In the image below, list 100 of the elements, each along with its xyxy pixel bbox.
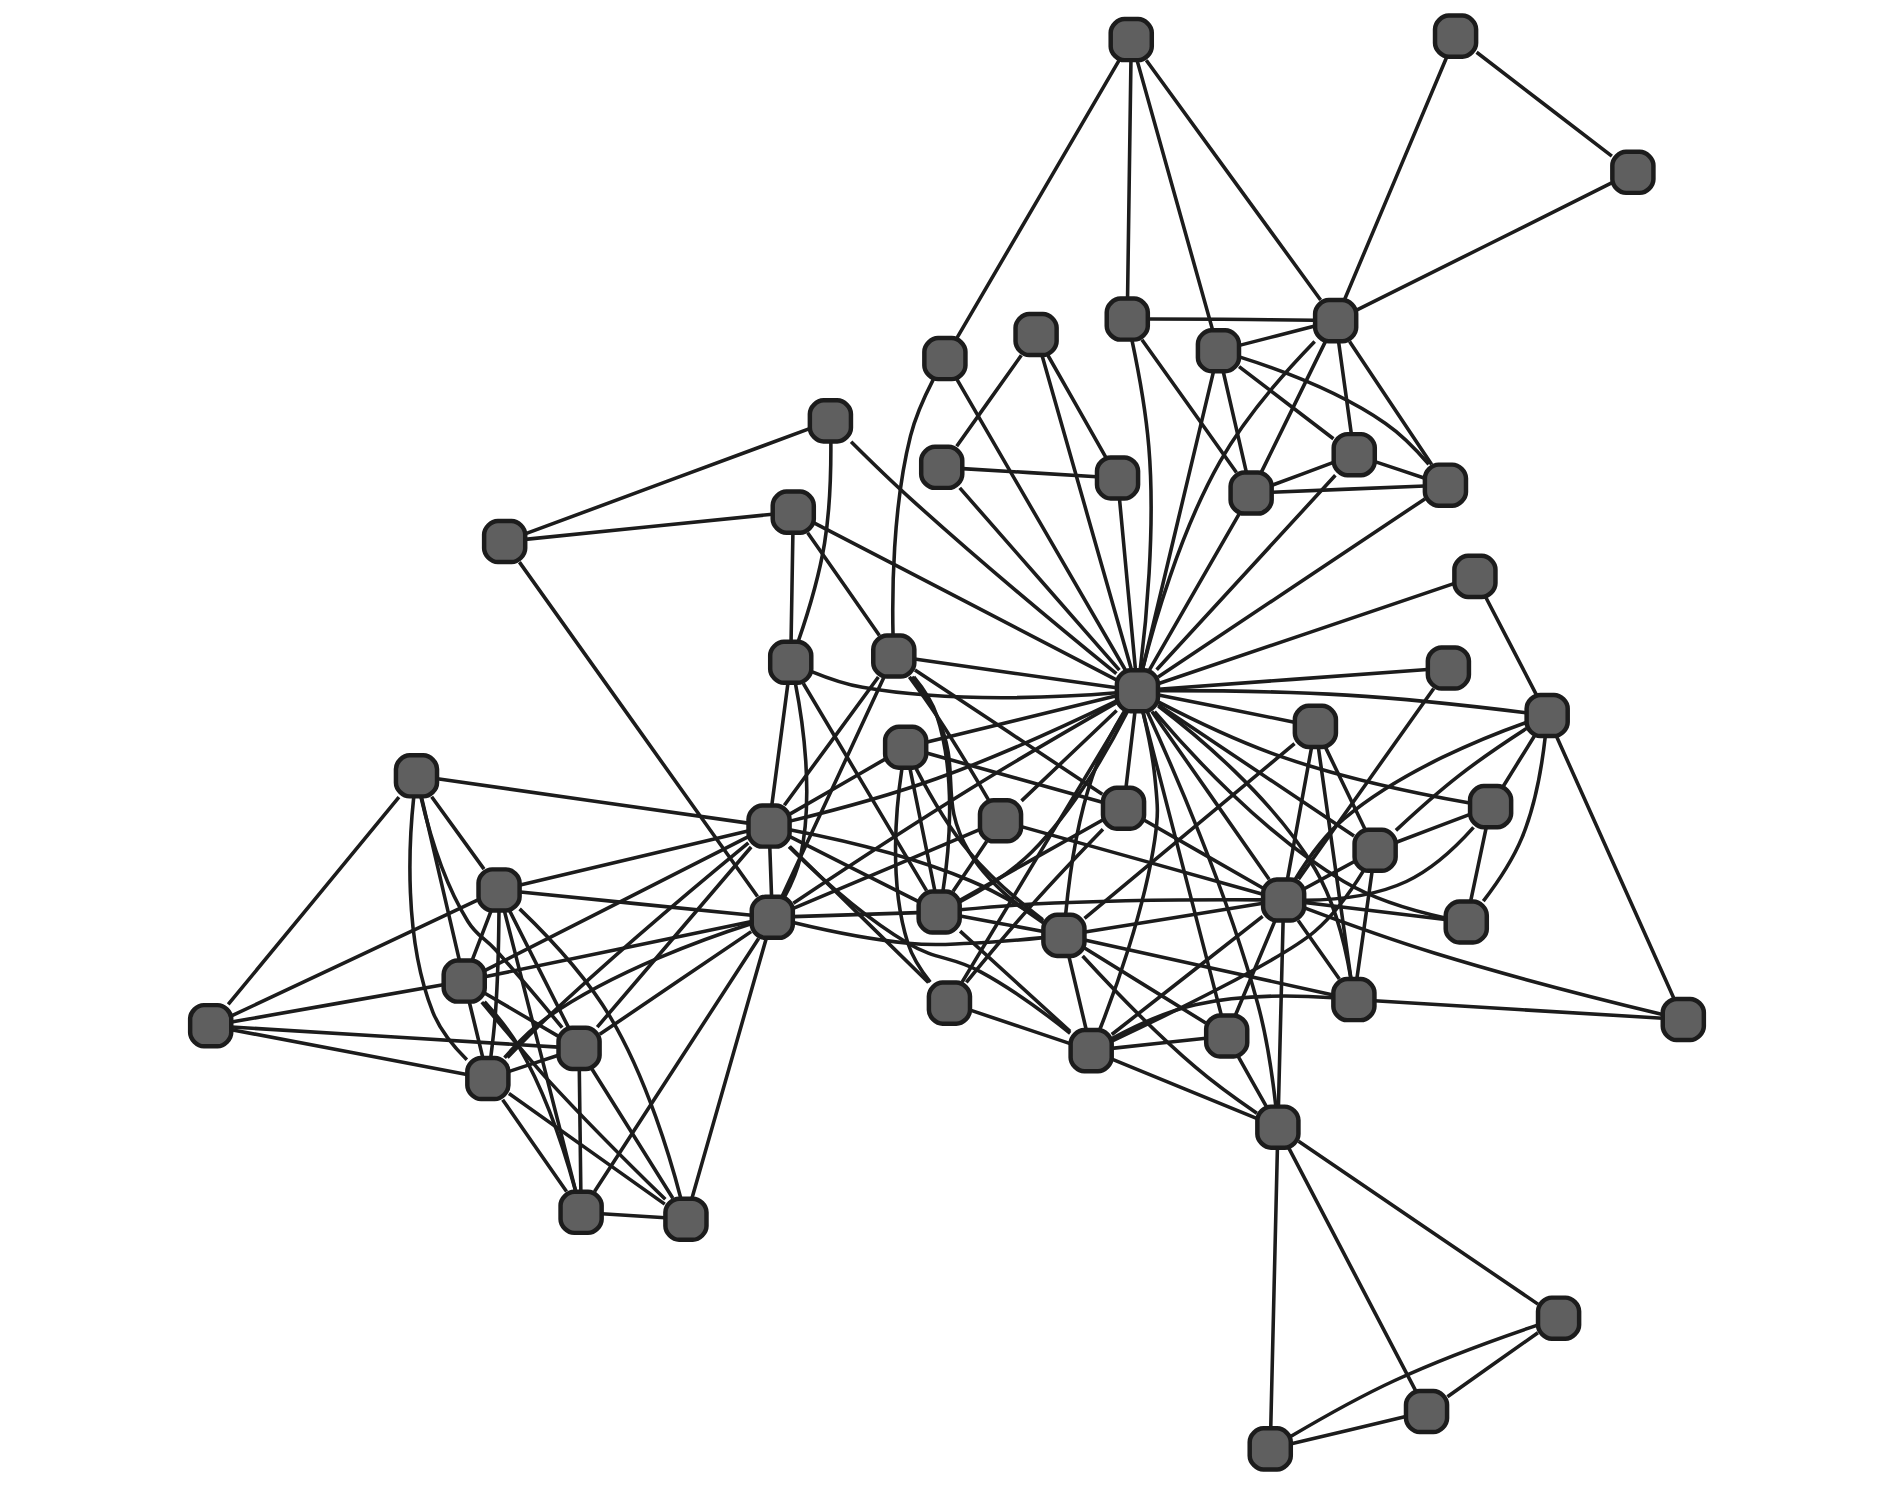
- connector: [908, 767, 937, 892]
- connector: [925, 694, 1117, 744]
- connector: [1140, 338, 1238, 474]
- node-box: [1108, 16, 1155, 63]
- node-box: [1610, 149, 1656, 196]
- node-box: [1403, 1388, 1450, 1435]
- connector: [1221, 371, 1249, 473]
- connector: [1290, 1323, 1539, 1438]
- connector: [951, 840, 989, 893]
- connector: [1304, 826, 1475, 903]
- node-box: [556, 1025, 602, 1072]
- connector: [890, 378, 935, 636]
- connector: [960, 710, 1127, 984]
- node-box: [1094, 455, 1141, 501]
- node-box: [465, 1055, 511, 1102]
- node-box: [1100, 785, 1147, 831]
- connector: [1110, 915, 1264, 1036]
- connector: [1296, 919, 1341, 980]
- connector: [1355, 181, 1613, 312]
- connector: [926, 751, 1103, 804]
- connector: [1303, 859, 1356, 891]
- connector: [788, 845, 930, 984]
- connector: [230, 898, 480, 1018]
- connector: [789, 699, 1118, 823]
- connector: [601, 1211, 666, 1220]
- connector: [780, 675, 886, 897]
- connector: [1124, 711, 1137, 788]
- connector: [467, 1001, 485, 1059]
- connector: [507, 1053, 559, 1074]
- connector: [1040, 354, 1134, 671]
- connector: [793, 910, 919, 919]
- connector: [1111, 994, 1334, 1041]
- node-box: [1331, 431, 1378, 478]
- connector: [1135, 59, 1215, 331]
- connector: [1285, 746, 1314, 880]
- node-box: [1228, 470, 1274, 516]
- connector: [1336, 341, 1354, 434]
- connector: [503, 922, 752, 1059]
- connector: [955, 59, 1121, 339]
- node-box: [1352, 827, 1398, 873]
- connector: [1111, 1057, 1258, 1121]
- connector: [1145, 710, 1278, 1107]
- connector: [430, 795, 486, 871]
- node-box: [1247, 1426, 1294, 1472]
- connector: [1144, 59, 1323, 301]
- node-box: [922, 335, 968, 382]
- connector: [518, 907, 683, 1200]
- node-box: [807, 398, 854, 444]
- connector: [813, 521, 1118, 682]
- connector: [1342, 56, 1449, 301]
- node-box: [441, 958, 487, 1004]
- connector: [1157, 497, 1426, 679]
- connector: [1303, 906, 1663, 1017]
- node-box: [1452, 553, 1498, 600]
- node-box: [1203, 1013, 1250, 1059]
- connector: [408, 796, 469, 1062]
- connector: [1157, 700, 1471, 805]
- connector: [484, 919, 753, 979]
- connector: [1446, 1331, 1539, 1399]
- connector: [507, 1091, 666, 1206]
- connector: [1276, 920, 1285, 1107]
- connector: [1297, 687, 1436, 881]
- connector: [501, 1098, 568, 1193]
- connector: [1395, 812, 1471, 844]
- connector: [577, 1068, 583, 1192]
- connector: [789, 828, 1045, 923]
- connector: [1484, 596, 1538, 696]
- connector: [1158, 693, 1295, 724]
- connector: [1157, 704, 1353, 980]
- connector: [770, 682, 790, 806]
- connector: [1236, 1055, 1268, 1108]
- connector: [1143, 818, 1264, 890]
- connector: [962, 466, 1097, 479]
- connector: [1063, 711, 1126, 915]
- connector: [1323, 746, 1367, 831]
- connector: [590, 1068, 675, 1200]
- node-box: [663, 1196, 709, 1242]
- connector: [1083, 742, 1296, 920]
- node-box: [1114, 668, 1161, 714]
- connector: [520, 890, 752, 917]
- connector: [796, 441, 833, 643]
- connector: [1304, 900, 1446, 922]
- connector: [595, 845, 753, 1029]
- connector: [1020, 824, 1264, 896]
- connector: [810, 669, 1117, 700]
- connector: [525, 426, 811, 536]
- connector: [958, 486, 1121, 672]
- connector: [792, 701, 1118, 905]
- node-box: [1041, 912, 1087, 959]
- node-box: [1535, 1295, 1582, 1341]
- connector: [480, 1001, 667, 1201]
- node-box: [871, 633, 917, 679]
- connector: [507, 909, 571, 1029]
- connector: [1271, 460, 1335, 487]
- connector: [913, 668, 1104, 796]
- node-box: [746, 803, 792, 849]
- connector: [1468, 826, 1488, 902]
- node-box: [1443, 899, 1490, 945]
- node-box: [1422, 462, 1469, 508]
- connector: [849, 440, 1118, 676]
